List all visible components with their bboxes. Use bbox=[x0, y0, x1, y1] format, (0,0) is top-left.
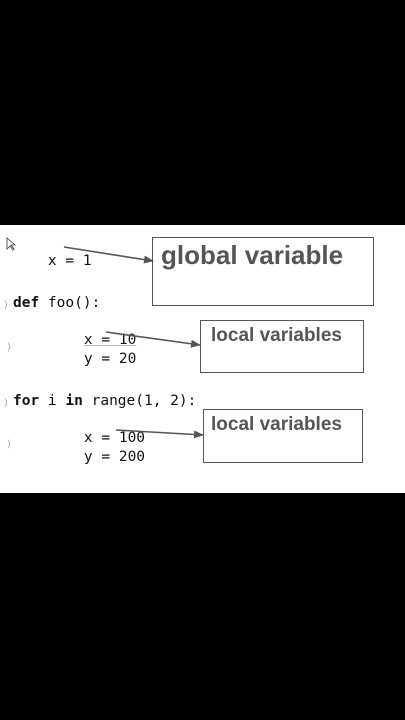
code-line-def: def foo(): bbox=[13, 295, 100, 312]
code-line-foo-y: y = 20 bbox=[49, 334, 136, 385]
gutter-mark: ) bbox=[3, 300, 10, 311]
arrow-to-global-x bbox=[63, 246, 154, 264]
arrow-to-foo-x bbox=[105, 331, 201, 348]
arrows-layer bbox=[63, 246, 204, 439]
loop-y-text: y = 200 bbox=[83, 449, 146, 465]
global-variable-label: global variable bbox=[161, 240, 344, 270]
keyword-for: for bbox=[13, 393, 40, 409]
arrow-to-loop-x bbox=[115, 429, 204, 439]
gutter-mark: ) bbox=[6, 439, 13, 450]
code-line-for: for i in range(1, 2): bbox=[13, 393, 196, 410]
global-x-text: x = 1 bbox=[47, 253, 92, 269]
code-slide: x = 1 ) def foo(): x = 10 ) y = 20 ) for… bbox=[0, 225, 405, 493]
local-variables-label-1: local variables bbox=[211, 325, 342, 346]
mouse-cursor-icon bbox=[6, 237, 16, 251]
code-line-loop-x: x = 100 bbox=[49, 413, 145, 464]
def-rest: foo(): bbox=[39, 295, 101, 311]
local-variables-label-box-1: local variables bbox=[200, 320, 364, 373]
foo-y-text: y = 20 bbox=[83, 351, 137, 367]
for-rest: range(1, 2): bbox=[82, 393, 197, 409]
for-mid: i bbox=[39, 393, 66, 409]
local-variables-label-2: local variables bbox=[211, 414, 342, 435]
keyword-in: in bbox=[65, 393, 83, 409]
keyword-def: def bbox=[13, 295, 40, 311]
code-line-loop-y: y = 200 bbox=[49, 432, 145, 483]
local-variables-label-box-2: local variables bbox=[203, 409, 363, 463]
code-line-global-x: x = 1 bbox=[13, 236, 92, 287]
gutter-mark: ) bbox=[6, 342, 13, 353]
loop-x-text: x = 100 bbox=[83, 430, 146, 446]
gutter-mark: ) bbox=[3, 398, 10, 409]
global-variable-label-box: global variable bbox=[152, 237, 374, 306]
